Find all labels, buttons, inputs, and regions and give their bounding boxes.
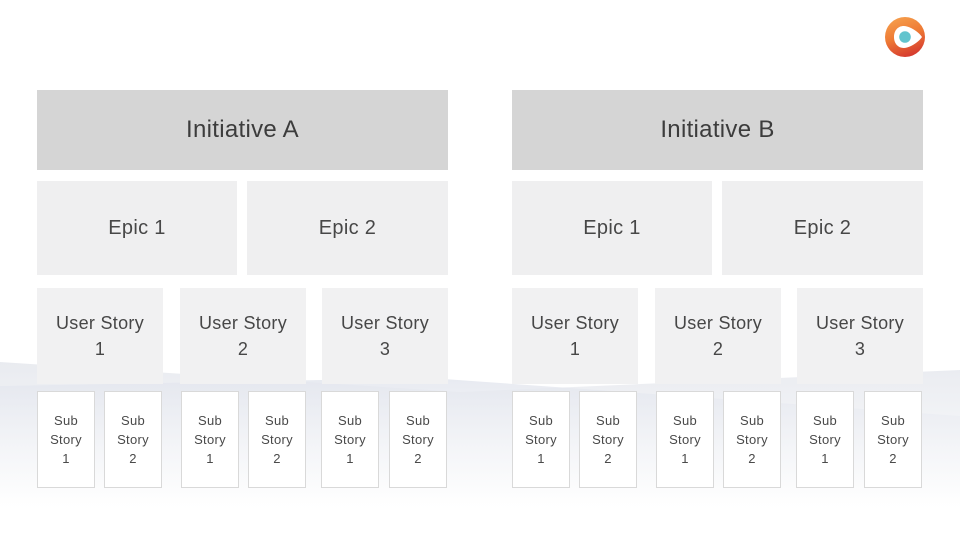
user-story-label: User Story <box>815 313 905 333</box>
sub-story-label: Sub Story <box>592 413 624 447</box>
user-story-card: User Story 3 <box>322 288 448 384</box>
user-story-number: 2 <box>237 339 249 359</box>
sub-story-card: Sub Story 1 <box>656 391 714 488</box>
sub-story-label: Sub Story <box>402 413 434 447</box>
sub-story-card: Sub Story 2 <box>248 391 306 488</box>
sub-story-label: Sub Story <box>669 413 701 447</box>
sub-story-label: Sub Story <box>194 413 226 447</box>
user-story-label: User Story <box>673 313 763 333</box>
sub-story-label: Sub Story <box>736 413 768 447</box>
epic-card: Epic 1 <box>512 181 712 275</box>
sub-story-number: 2 <box>604 451 612 466</box>
sub-story-number: 1 <box>537 451 545 466</box>
sub-story-number: 2 <box>889 451 897 466</box>
user-story-number: 3 <box>854 339 866 359</box>
sub-story-label: Sub Story <box>525 413 557 447</box>
sub-story-number: 2 <box>129 451 137 466</box>
sub-story-card: Sub Story 1 <box>37 391 95 488</box>
user-story-label: User Story <box>340 313 430 333</box>
sub-story-card: Sub Story 2 <box>723 391 781 488</box>
sub-story-card: Sub Story 2 <box>389 391 447 488</box>
user-story-number: 3 <box>379 339 391 359</box>
initiative-b-group: Initiative B Epic 1 Epic 2 User Story 1 … <box>512 90 923 490</box>
sub-story-number: 2 <box>748 451 756 466</box>
user-story-card: User Story 2 <box>180 288 306 384</box>
user-story-number: 2 <box>712 339 724 359</box>
user-story-card: User Story 1 <box>512 288 638 384</box>
user-story-number: 1 <box>569 339 581 359</box>
sub-story-card: Sub Story 1 <box>512 391 570 488</box>
user-story-card: User Story 3 <box>797 288 923 384</box>
sub-story-number: 1 <box>821 451 829 466</box>
sub-story-label: Sub Story <box>334 413 366 447</box>
sub-story-card: Sub Story 2 <box>864 391 922 488</box>
sub-story-number: 1 <box>62 451 70 466</box>
initiative-a-card: Initiative A <box>37 90 448 170</box>
sub-story-card: Sub Story 1 <box>796 391 854 488</box>
sub-story-label: Sub Story <box>117 413 149 447</box>
epic-card: Epic 2 <box>247 181 448 275</box>
initiative-a-group: Initiative A Epic 1 Epic 2 User Story 1 … <box>37 90 448 490</box>
sub-story-label: Sub Story <box>877 413 909 447</box>
background-wave <box>0 362 960 540</box>
user-story-number: 1 <box>94 339 106 359</box>
user-story-card: User Story 2 <box>655 288 781 384</box>
sub-story-label: Sub Story <box>809 413 841 447</box>
sub-story-card: Sub Story 1 <box>181 391 239 488</box>
sub-story-card: Sub Story 2 <box>104 391 162 488</box>
sub-story-number: 1 <box>206 451 214 466</box>
sub-story-number: 1 <box>681 451 689 466</box>
epic-card: Epic 1 <box>37 181 237 275</box>
sub-story-card: Sub Story 2 <box>579 391 637 488</box>
sub-story-number: 2 <box>273 451 281 466</box>
swirl-play-logo-icon <box>885 17 925 57</box>
sub-story-number: 1 <box>346 451 354 466</box>
user-story-label: User Story <box>55 313 145 333</box>
sub-story-label: Sub Story <box>261 413 293 447</box>
sub-story-number: 2 <box>414 451 422 466</box>
initiative-b-card: Initiative B <box>512 90 923 170</box>
epic-card: Epic 2 <box>722 181 923 275</box>
sub-story-label: Sub Story <box>50 413 82 447</box>
user-story-card: User Story 1 <box>37 288 163 384</box>
user-story-label: User Story <box>530 313 620 333</box>
user-story-label: User Story <box>198 313 288 333</box>
sub-story-card: Sub Story 1 <box>321 391 379 488</box>
